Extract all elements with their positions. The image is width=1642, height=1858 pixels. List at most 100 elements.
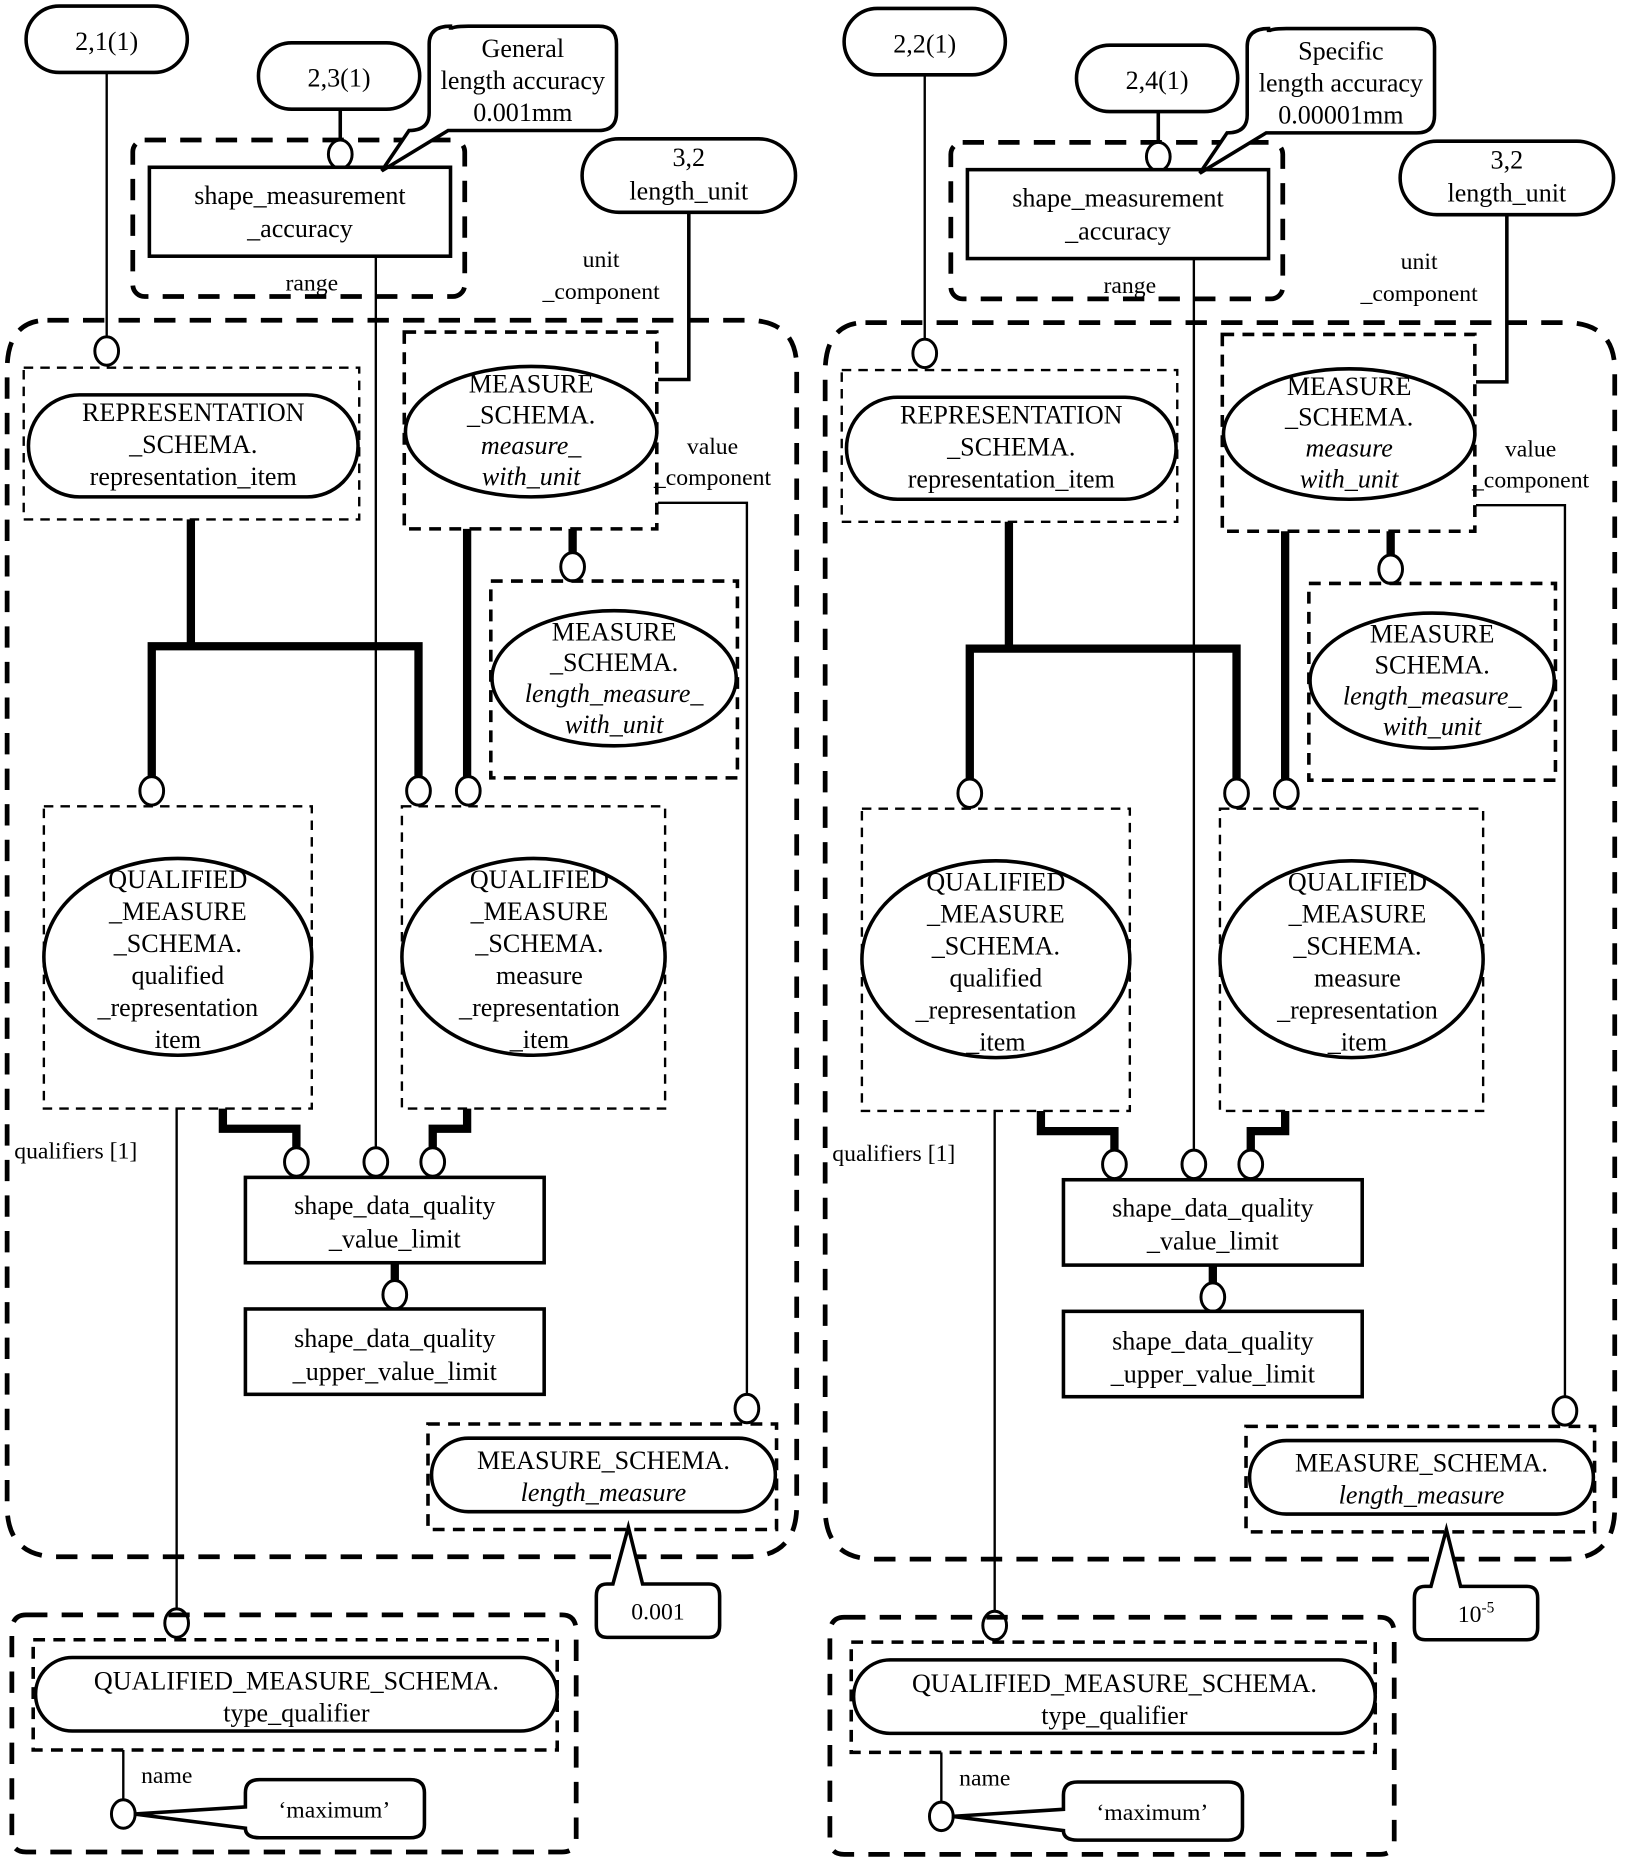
measure-with-unit-text-line: with_unit: [482, 462, 581, 491]
entity-measure-representation-item: [400, 856, 667, 1058]
note-callout: [1198, 26, 1437, 175]
name-value-callout: [133, 1777, 427, 1840]
type-qualifier-text-line: QUALIFIED_MEASURE_SCHEMA.: [912, 1669, 1317, 1698]
note-text-line: 0.001mm: [473, 98, 572, 127]
measure-rep-item-text-line: measure: [1314, 963, 1401, 992]
qualified-rep-item-text-line: _MEASURE: [926, 899, 1065, 928]
shape-measurement-accuracy-text-line: shape_measurement: [1012, 183, 1224, 212]
qualified-rep-item-text-line: _MEASURE: [108, 897, 247, 926]
measure-with-unit-text-line: MEASURE: [469, 370, 594, 399]
measure-rep-item-text-line: _MEASURE: [1288, 899, 1427, 928]
representation-item-text-line: REPRESENTATION: [900, 400, 1123, 429]
subtype-circle-icon: [956, 777, 984, 809]
panel-specific-accuracy: 2,2(1)2,4(1)shape_measurement_accuracyra…: [822, 6, 1618, 1857]
shape-measurement-accuracy-text-line: shape_measurement: [194, 181, 406, 210]
value-callout: [1412, 1522, 1540, 1642]
subtype-link-left: [1036, 1110, 1119, 1151]
range-label: range: [1104, 273, 1157, 299]
type-qualifier-group-boundary: [827, 1614, 1397, 1857]
qualified-rep-item-text-line: qualified: [131, 961, 224, 990]
unit-component-line: [1476, 214, 1509, 384]
name-value-text: ‘maximum’: [278, 1798, 390, 1824]
qualifiers-label: qualifiers [1]: [14, 1138, 137, 1164]
representation-item-text-line: REPRESENTATION: [82, 398, 305, 427]
subtype-circle-icon: [138, 775, 166, 807]
value-component-label-line: _component: [1471, 467, 1590, 493]
measure-with-unit-text-line: measure_: [481, 431, 582, 460]
entity-upper-value-limit: [1061, 1309, 1364, 1399]
representation-item-text-line: representation_item: [90, 462, 297, 491]
note-text-line: length accuracy: [1259, 68, 1423, 97]
qualified-rep-item-text-line: _item: [965, 1028, 1025, 1057]
type-qualifier-group-boundary: [9, 1612, 579, 1855]
value-component-label-line: value: [687, 434, 738, 460]
page-ref-accuracy-text: 2,3(1): [308, 64, 371, 93]
value-component-line: [657, 501, 749, 1397]
upper-value-limit-text-line: _upper_value_limit: [1110, 1359, 1316, 1388]
connector-circle-icon: [1144, 140, 1172, 173]
measure-rep-item-text-line: _item: [509, 1025, 569, 1054]
length-measure-with-unit-text-line: with_unit: [565, 710, 664, 739]
measure-with-unit-text-line: _SCHEMA.: [466, 400, 595, 429]
type-qualifier-boundary: [31, 1637, 559, 1752]
value-callout-text: 10-5: [1458, 1599, 1495, 1627]
entity-qualified-representation-item: [860, 859, 1132, 1060]
upper-value-limit-text-line: _upper_value_limit: [292, 1357, 498, 1386]
qualifiers-label: qualifiers [1]: [832, 1141, 955, 1167]
value-limit-text-line: _value_limit: [328, 1224, 462, 1253]
length-measure-with-unit-text-line: SCHEMA.: [1375, 651, 1490, 680]
length-measure-with-unit-text-line: MEASURE: [1370, 620, 1495, 649]
connector-circle-icon: [1551, 1395, 1579, 1427]
attribute-circle-icon: [109, 1798, 137, 1830]
subtype-circle-icon: [419, 1146, 447, 1178]
note-text-line: length accuracy: [441, 66, 605, 95]
measure-with-unit-text-line: _SCHEMA.: [1284, 403, 1413, 432]
entity-measure-representation-item: [1218, 859, 1485, 1060]
representation-item-text-line: representation_item: [908, 464, 1115, 493]
type-qualifier-text-line: type_qualifier: [1041, 1701, 1188, 1730]
length-measure-with-unit-text-line: length_measure_: [1343, 681, 1523, 710]
length-measure-with-unit-text-line: _SCHEMA.: [549, 648, 678, 677]
connector-circle-icon: [362, 1146, 390, 1178]
range-label: range: [285, 271, 338, 297]
unit-component-label-line: unit: [1401, 249, 1438, 275]
length-measure-text-line: length_measure: [521, 1478, 687, 1507]
entity-measure-with-unit: [1221, 367, 1477, 502]
type-qualifier-text-line: QUALIFIED_MEASURE_SCHEMA.: [94, 1667, 499, 1696]
qualified-rep-item-text-line: _SCHEMA.: [931, 931, 1060, 960]
entity-length-measure: [1247, 1438, 1596, 1516]
page-ref-top-left: [842, 6, 1008, 77]
entity-length-measure-with-unit: [1308, 611, 1557, 750]
subtype-circle-icon: [1223, 777, 1250, 809]
subtype-circle-icon: [1199, 1281, 1227, 1313]
name-label: name: [959, 1766, 1010, 1792]
shape-measurement-accuracy-text-line: _accuracy: [1064, 217, 1171, 246]
note-callout: [380, 24, 619, 173]
type-qualifier-text-line: type_qualifier: [223, 1699, 370, 1728]
representation-item-text-line: _SCHEMA.: [946, 432, 1075, 461]
entity-qualified-representation-item: [42, 856, 314, 1058]
upper-value-limit-text-line: shape_data_quality: [1112, 1326, 1313, 1355]
entity-length-measure-with-unit: [490, 608, 739, 748]
subtype-circle-icon: [1101, 1148, 1128, 1181]
qualified-rep-item-text-line: QUALIFIED: [108, 865, 247, 894]
page-ref-top-left-text: 2,1(1): [75, 27, 138, 56]
subtype-link-right: [1246, 1110, 1290, 1151]
measure-rep-item-text-line: _SCHEMA.: [474, 929, 603, 958]
connector-circle-icon: [733, 1392, 761, 1425]
subtype-circle-icon: [1237, 1148, 1265, 1181]
unit-component-line: [657, 212, 691, 382]
measure-rep-item-text-line: _item: [1327, 1028, 1387, 1057]
qualified-rep-item-text-line: _SCHEMA.: [113, 929, 242, 958]
connector-circle-icon: [93, 335, 121, 367]
note-text-line: Specific: [1298, 36, 1383, 65]
entity-type-qualifier: [851, 1658, 1378, 1736]
subtype-circle-icon: [454, 775, 482, 807]
value-callout-text: 0.001: [631, 1600, 684, 1626]
connector-circle-icon: [326, 138, 354, 170]
subtype-circle-icon: [283, 1146, 310, 1178]
subtype-link-right: [428, 1108, 472, 1148]
page-ref-unit-text-line: length_unit: [629, 176, 749, 205]
page-ref-unit-text-line: 3,2: [1491, 145, 1524, 174]
